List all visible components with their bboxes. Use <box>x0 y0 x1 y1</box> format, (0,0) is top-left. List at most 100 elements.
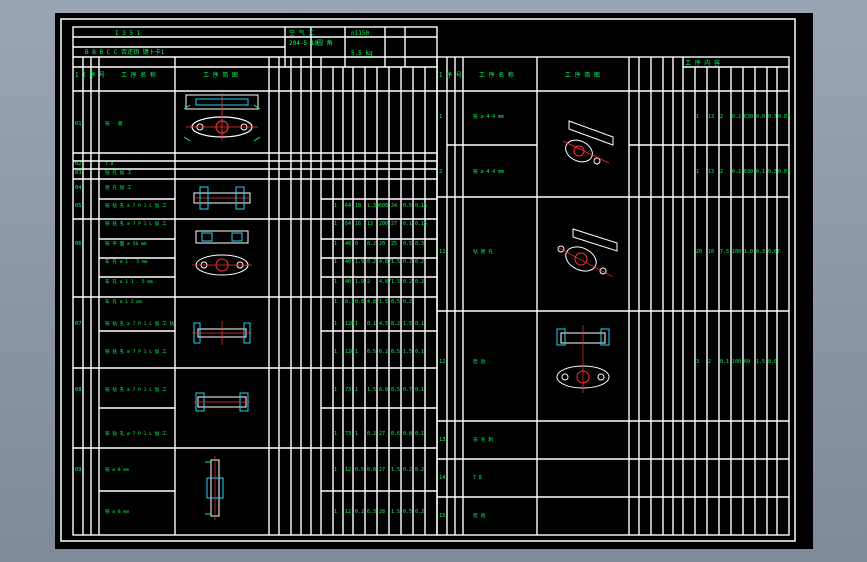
sketch-07 <box>192 321 252 345</box>
right-row-op: 铣 ∅ 4 4 mm <box>473 113 504 120</box>
left-row-value: 1.5 <box>391 279 400 285</box>
left-row-value: 25 <box>391 241 397 247</box>
sketch-06 <box>192 230 252 276</box>
right-row-value: 10 <box>708 249 714 255</box>
sketch-05 <box>193 186 251 210</box>
left-row-value: 600 <box>379 203 388 209</box>
left-row-op: 铣 钻 孔 ∅ 7 P 1 L 加 工 <box>105 202 167 209</box>
left-row-op: 铣 ∅ 8 mm <box>105 466 129 473</box>
left-row-value: 0.15 <box>415 203 427 209</box>
left-row-value: 0.1 <box>403 221 412 227</box>
left-row-value: 40 <box>345 279 351 285</box>
left-row-value: 1 <box>334 387 337 393</box>
left-row-value: 4.87 <box>379 279 391 285</box>
right-row-no: 14 <box>439 475 446 481</box>
right-row-value: 630 <box>744 114 753 120</box>
meta-cell-0: 空 气 工 <box>289 29 314 37</box>
right-row-value: 7.5 <box>720 249 729 255</box>
left-row-value: 1 <box>334 221 337 227</box>
right-row-value: 1 <box>696 114 699 120</box>
left-row-value: 1 <box>355 349 358 355</box>
left-row-op: 铣 钻 孔 ∅ 7 P 1 L 加 工 <box>105 348 167 355</box>
right-row-op: 钻 镗 孔 <box>473 248 493 255</box>
left-row-value: 24 <box>391 203 397 209</box>
left-row-value: 40 <box>345 241 351 247</box>
left-row-value: 0.2 <box>403 259 412 265</box>
left-row-value: 27 <box>379 431 385 437</box>
right-row-op: 去 毛 刺 <box>473 436 493 443</box>
right-row-value: 2 <box>720 114 723 120</box>
left-row-value: 0.2 <box>415 279 424 285</box>
left-row-value: 6.0 <box>379 387 388 393</box>
left-row-value: 1 <box>334 259 337 265</box>
left-row-value: 1 <box>334 279 337 285</box>
col-header-op-right: 工 序 名 称 <box>479 71 514 79</box>
left-row-value: 0.7 <box>403 387 412 393</box>
left-row-op: 车 孔 ∅ 1 2 mm <box>105 298 142 305</box>
left-row-value: 1 <box>355 387 358 393</box>
card-title: B B B C C 否还钥 键卜卡1 <box>85 48 165 56</box>
right-row-value: 0.0 <box>768 359 777 365</box>
left-row-value: 1 <box>334 431 337 437</box>
left-row-value: 18 <box>355 221 361 227</box>
right-top-label: 工 序 内 容 <box>685 59 720 67</box>
sketch-09 <box>205 456 224 520</box>
right-row-op: 检 验 <box>473 358 486 365</box>
left-row-value: 20 <box>379 241 385 247</box>
left-row-value: 6.3 <box>367 509 376 515</box>
right-row-value: 0.07 <box>778 169 790 175</box>
card-header-a: I 3 5 1 <box>115 30 141 37</box>
left-row-op: 铣 钻 孔 ∅ 7 P 1 L 加 工 钻 <box>105 320 174 327</box>
left-row-value: 0.1 <box>415 387 424 393</box>
left-row-value: 0.8 <box>403 431 412 437</box>
left-row-value: 4.87 <box>379 259 391 265</box>
left-row-value: 1 <box>334 299 337 305</box>
left-row-value: 1 <box>334 509 337 515</box>
left-row-value: 0.5 <box>403 509 412 515</box>
left-sheet <box>72 26 438 536</box>
left-row-value: 0.5 <box>403 203 412 209</box>
meta-cell-1: 204-5 10 <box>289 40 318 47</box>
left-row-value: 0.5 <box>355 467 364 473</box>
part-weight: 5.5 kg <box>351 50 373 57</box>
left-row-value: 27 <box>379 467 385 473</box>
left-row-value: 0.2 <box>367 241 376 247</box>
col-header-op-left: 工 序 名 称 <box>121 71 156 79</box>
right-sheet <box>436 56 790 536</box>
right-row-no: 12 <box>439 359 446 365</box>
right-row-value: 3 <box>696 359 699 365</box>
left-row-value: 1.5 <box>391 259 400 265</box>
left-row-value: 126 <box>345 349 354 355</box>
right-row-op: 检 验 <box>473 512 486 519</box>
right-row-value: 13 <box>708 114 714 120</box>
sketch-01 <box>183 93 261 142</box>
left-row-value: 0.5 <box>391 387 400 393</box>
drawing-canvas[interactable]: I 3 5 1 B B B C C 否还钥 键卜卡1 空 气 工 204-5 1… <box>55 13 813 549</box>
right-row-value: 100 <box>732 249 741 255</box>
left-row-value: 0.1 <box>345 299 354 305</box>
left-row-no: 08 <box>75 387 82 393</box>
left-row-value: 1 <box>355 321 358 327</box>
right-row-no: 11 <box>439 249 446 255</box>
left-row-value: 0.5 <box>391 431 400 437</box>
left-row-value: 4.5 <box>379 321 388 327</box>
right-row-value: 0.07 <box>768 249 780 255</box>
title-block-text: I 3 5 1 B B B C C 否还钥 键卜卡1 空 气 工 204-5 1… <box>85 29 720 67</box>
left-row-value: 1 <box>334 467 337 473</box>
left-row-value: 0.2 <box>367 259 376 265</box>
right-row-op: 铣 ∅ 4 4 mm <box>473 168 504 175</box>
right-row-value: 13 <box>708 169 714 175</box>
right-row-value: 0.1 <box>720 359 729 365</box>
right-row-value: 0.2 <box>732 169 741 175</box>
left-row-value: 1 <box>334 241 337 247</box>
left-row-value: 2 <box>367 279 370 285</box>
left-row-value: 18 <box>355 203 361 209</box>
right-row-no: 13 <box>439 437 446 443</box>
left-row-value: 1.5 <box>403 321 412 327</box>
right-row-value: 0.3 <box>756 249 765 255</box>
left-row-value: 0.2 <box>403 467 412 473</box>
sketch-11 <box>556 228 618 278</box>
left-row-op: 铣 ∅ 8 mm <box>105 508 129 515</box>
